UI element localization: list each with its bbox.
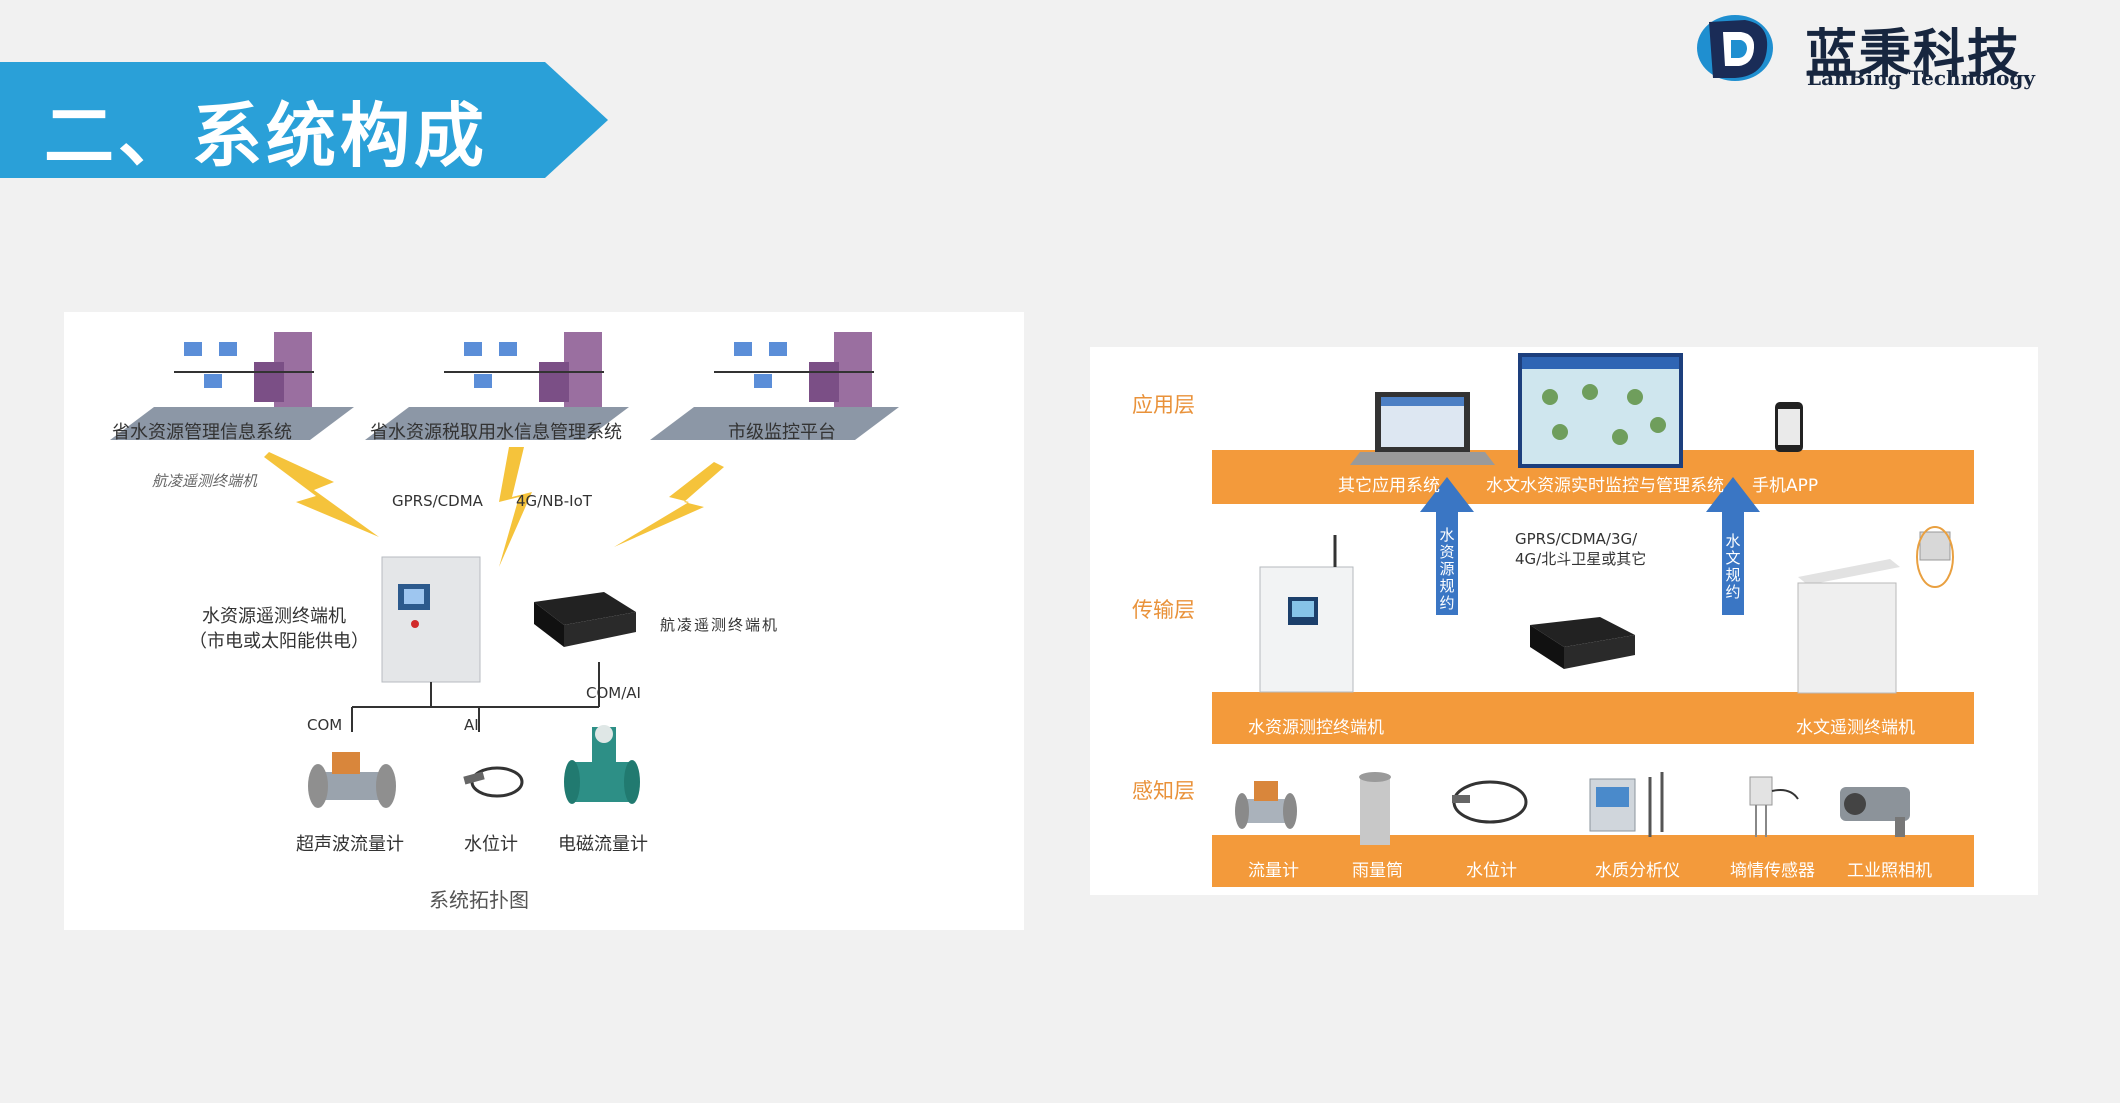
architecture-panel: 应用层 传输层 感知层 xyxy=(1090,347,2038,895)
platform-2-icon xyxy=(365,332,629,440)
topology-panel: 省水资源管理信息系统 省水资源税取用水信息管理系统 市级监控平台 航凌遥测终端机… xyxy=(64,312,1024,930)
logo-name-en: LanBing Technology xyxy=(1807,66,2036,90)
mobile-phone-icon xyxy=(1775,402,1803,452)
water-level-meter-icon xyxy=(1452,780,1528,824)
rtu-device-icon xyxy=(1530,617,1635,669)
water-level-sensor-icon xyxy=(463,766,524,798)
monitoring-screen-icon xyxy=(1518,353,1683,468)
platform-3-label: 市级监控平台 xyxy=(728,422,836,443)
app-item-monitoring: 水文水资源实时监控与管理系统 xyxy=(1486,476,1724,496)
link-label-gprs: GPRS/CDMA xyxy=(392,492,483,510)
electromagnetic-flowmeter-icon xyxy=(564,725,640,804)
network-label-line1: GPRS/CDMA/3G/ xyxy=(1515,530,1638,548)
sensor-label-ultrasonic: 超声波流量计 xyxy=(296,834,404,855)
terminal-cabinet-icon xyxy=(381,556,481,683)
app-item-other: 其它应用系统 xyxy=(1338,476,1440,496)
sensor-water-quality-label: 水质分析仪 xyxy=(1595,861,1680,881)
company-logo: 蓝秉科技 LanBing Technology xyxy=(1695,10,2075,90)
water-quality-analyzer-icon xyxy=(1589,772,1664,837)
transmission-bar xyxy=(1212,692,1974,744)
sensor-flowmeter-label: 流量计 xyxy=(1248,861,1299,881)
lightning-1-icon xyxy=(264,452,379,537)
water-resource-terminal-icon xyxy=(1259,535,1354,693)
architecture-drawing xyxy=(1235,353,1954,845)
com-label: COM xyxy=(307,716,343,734)
laptop-icon xyxy=(1350,392,1495,465)
arrow-up-right-icon xyxy=(1706,477,1760,615)
terminal-label-hydrology: 水文遥测终端机 xyxy=(1796,718,1915,738)
arrow-right-label: 水文规约 xyxy=(1725,532,1741,601)
arrow-up-left-icon xyxy=(1420,477,1474,615)
flowmeter-icon xyxy=(1235,781,1297,829)
ai-label: AI xyxy=(464,716,479,734)
device-label: 航凌遥测终端机 xyxy=(660,616,780,634)
layer-name-perception: 感知层 xyxy=(1132,779,1195,803)
sensor-soil-moisture-label: 墒情传感器 xyxy=(1730,861,1815,881)
link-label-4g: 4G/NB-IoT xyxy=(516,492,592,510)
industrial-camera-icon xyxy=(1840,787,1910,837)
soil-moisture-sensor-icon xyxy=(1749,776,1799,837)
platform-3-icon xyxy=(650,332,899,440)
banner-shape xyxy=(0,62,608,178)
telemetry-device-icon xyxy=(534,592,636,647)
platform-1-icon xyxy=(110,332,354,440)
arrow-left-label: 水资源规约 xyxy=(1439,526,1455,612)
rain-gauge-icon xyxy=(1359,772,1391,845)
sensor-label-electromagnetic: 电磁流量计 xyxy=(558,834,648,855)
topology-drawing xyxy=(110,332,899,808)
sensor-rain-gauge-label: 雨量筒 xyxy=(1352,861,1403,881)
terminal-label-line2: （市电或太阳能供电） xyxy=(189,631,369,652)
sensor-camera-label: 工业照相机 xyxy=(1847,861,1932,881)
terminal-label-line1: 水资源遥测终端机 xyxy=(202,606,346,627)
platform-1-label: 省水资源管理信息系统 xyxy=(112,422,292,443)
lightning-2-icon xyxy=(499,447,532,567)
layer-name-application: 应用层 xyxy=(1132,393,1195,417)
topology-caption: 系统拓扑图 xyxy=(429,888,529,912)
layer-name-transmission: 传输层 xyxy=(1132,598,1195,622)
side-note: 航凌遥测终端机 xyxy=(152,472,258,490)
app-item-mobile: 手机APP xyxy=(1752,476,1819,496)
logo-mark-icon xyxy=(1697,15,1773,81)
network-label-line2: 4G/北斗卫星或其它 xyxy=(1515,550,1647,568)
page-title: 二、系统构成 xyxy=(44,95,488,177)
com-ai-label: COM/AI xyxy=(586,684,641,702)
sensor-water-level-label: 水位计 xyxy=(1466,861,1517,881)
terminal-label-water: 水资源测控终端机 xyxy=(1248,718,1384,738)
hydrology-terminal-icon xyxy=(1797,526,1954,694)
title-banner: 二、系统构成 xyxy=(0,62,610,178)
ultrasonic-flowmeter-icon xyxy=(308,752,396,808)
logo-name-cn: 蓝秉科技 xyxy=(1805,25,2022,85)
lightning-3-icon xyxy=(614,462,724,547)
perception-bar xyxy=(1212,835,1974,887)
sensor-label-water-level: 水位计 xyxy=(464,834,518,855)
platform-2-label: 省水资源税取用水信息管理系统 xyxy=(370,422,622,443)
